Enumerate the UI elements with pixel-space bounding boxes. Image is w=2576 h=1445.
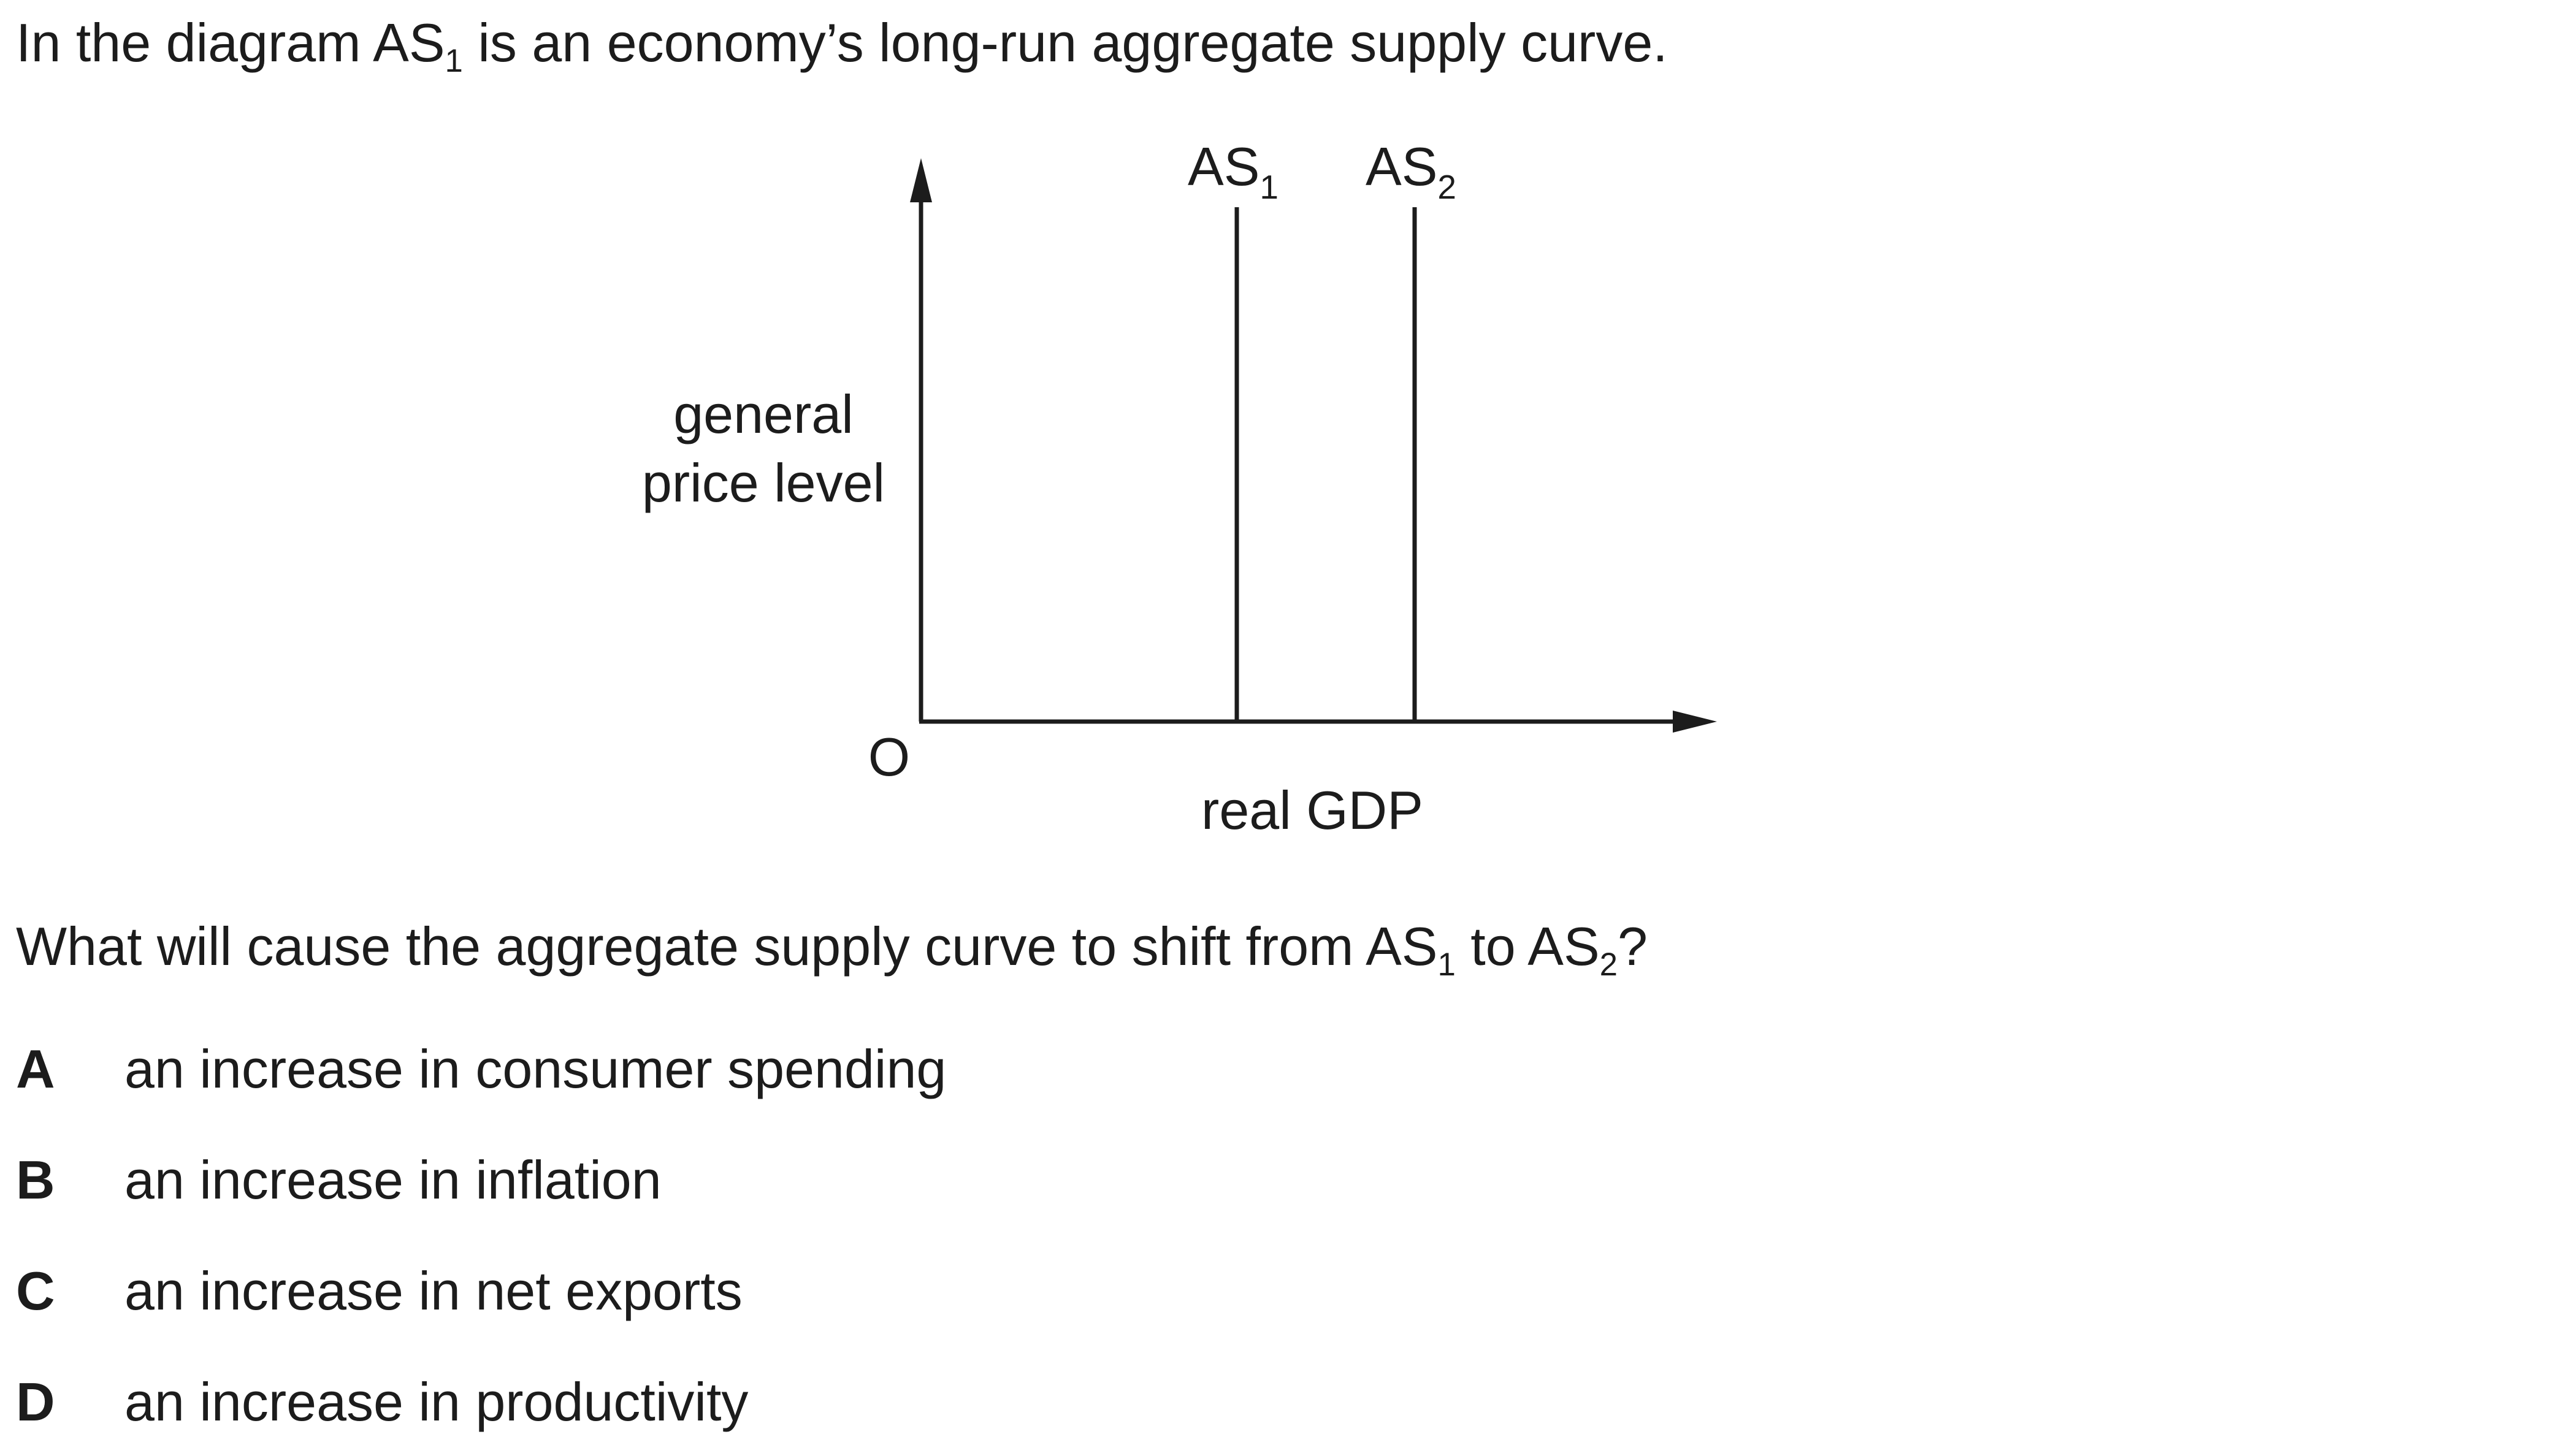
as1-label-name: AS bbox=[1188, 136, 1259, 197]
question-text: What will cause the aggregate supply cur… bbox=[16, 920, 1648, 981]
option-c-letter: C bbox=[16, 1260, 55, 1321]
y-axis-label-line2: price level bbox=[642, 452, 885, 513]
aggregate-supply-diagram: AS1 AS2 general price level O real GDP bbox=[642, 136, 1717, 841]
option-a-text: an increase in consumer spending bbox=[124, 1039, 947, 1099]
intro-prefix: In the diagram AS bbox=[16, 12, 445, 73]
option-d-text: an increase in productivity bbox=[124, 1371, 749, 1432]
intro-subscript: 1 bbox=[445, 42, 463, 79]
question-part3: ? bbox=[1618, 916, 1648, 977]
as1-label-sub: 1 bbox=[1259, 168, 1278, 206]
option-a-letter: A bbox=[16, 1039, 55, 1099]
x-axis-label: real GDP bbox=[1201, 780, 1423, 841]
origin-label: O bbox=[868, 726, 910, 787]
intro-text: In the diagram AS1 is an economy’s long-… bbox=[16, 16, 1668, 77]
y-axis-label-line1: general bbox=[673, 384, 854, 444]
option-b-text: an increase in inflation bbox=[124, 1150, 662, 1210]
as2-label: AS2 bbox=[1366, 136, 1456, 206]
as2-label-sub: 2 bbox=[1437, 168, 1456, 206]
as1-label: AS1 bbox=[1188, 136, 1278, 206]
x-axis-arrowhead bbox=[1673, 711, 1717, 733]
question-part1: What will cause the aggregate supply cur… bbox=[16, 916, 1438, 977]
as2-label-name: AS bbox=[1366, 136, 1437, 197]
intro-suffix: is an economy’s long-run aggregate suppl… bbox=[462, 12, 1668, 73]
option-b-letter: B bbox=[16, 1150, 55, 1210]
question-part2: to AS bbox=[1455, 916, 1600, 977]
question-sub2: 2 bbox=[1599, 946, 1618, 983]
option-c-text: an increase in net exports bbox=[124, 1260, 743, 1321]
y-axis-arrowhead bbox=[910, 158, 932, 202]
option-d-letter: D bbox=[16, 1371, 55, 1432]
question-sub1: 1 bbox=[1437, 946, 1456, 983]
